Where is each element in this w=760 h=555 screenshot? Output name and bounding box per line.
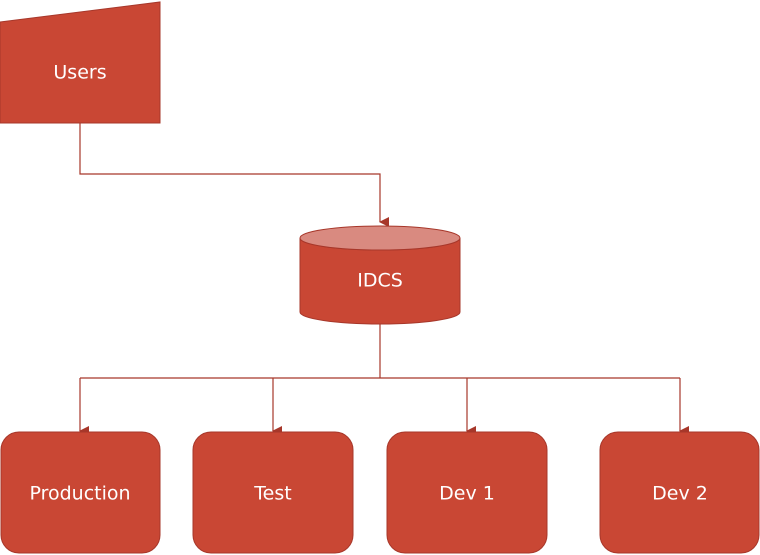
idcs-cylinder-top [299,225,461,251]
idcs-label: IDCS [357,270,403,292]
test-label: Test [253,483,291,505]
idcs-node: IDCS [299,225,461,325]
users-label: Users [53,62,106,84]
dev2-node: Dev 2 [599,431,760,554]
users-shape [0,1,161,124]
edge-users-idcs [79,123,389,227]
dev1-box [386,431,548,554]
test-node: Test [192,431,354,554]
production-node: Production [0,431,161,554]
production-label: Production [29,483,130,505]
production-box [0,431,161,554]
dev1-node: Dev 1 [386,431,548,554]
dev1-label: Dev 1 [439,483,495,505]
test-box [192,431,354,554]
connectors [79,123,689,436]
users-node: Users [0,1,161,124]
dev2-label: Dev 2 [652,483,708,505]
dev2-box [599,431,760,554]
